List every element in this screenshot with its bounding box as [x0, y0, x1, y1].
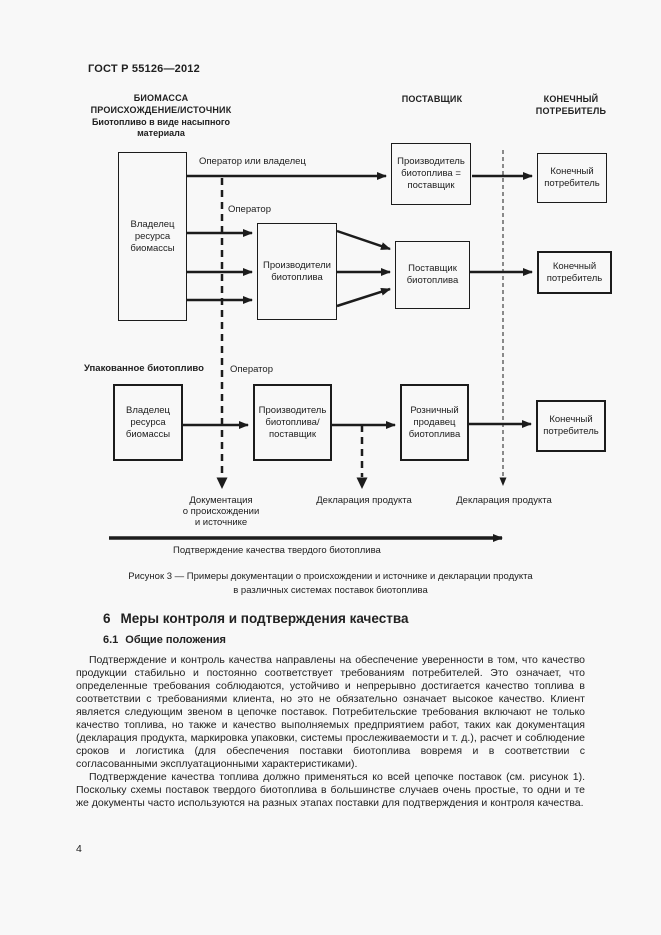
- subsection-title: Общие положения: [125, 634, 226, 646]
- label-operator-or-owner: Оператор или владелец: [199, 156, 306, 167]
- paragraph-2: Подтверждение качества топлива должно пр…: [76, 771, 585, 809]
- page-number: 4: [76, 843, 82, 855]
- arrow-producers-to-supplier-3: [336, 287, 391, 308]
- label-product-declaration-1: Декларация продукта: [316, 495, 412, 506]
- section-heading: 6 Меры контроля и подтверждения качества: [103, 611, 408, 626]
- subsection-number: 6.1: [103, 634, 119, 646]
- box-end-consumer-3: Конечный потребитель: [536, 400, 606, 452]
- subsection-heading: 6.1 Общие положения: [103, 634, 226, 646]
- box-biomass-owner: Владелец ресурса биомассы: [118, 152, 187, 321]
- doc-number: ГОСТ Р 55126—2012: [88, 63, 200, 75]
- box-end-consumer-2: Конечный потребитель: [537, 251, 612, 294]
- box-biofuel-supplier: Поставщик биотоплива: [395, 241, 470, 309]
- arrowhead-operator-boundary: [216, 477, 228, 489]
- box-producer-slash-supplier: Производитель биотоплива/ поставщик: [253, 384, 332, 461]
- figure-caption: Рисунок 3 — Примеры документации о проис…: [128, 571, 533, 596]
- label-operator-bottom: Оператор: [230, 364, 273, 375]
- arrowhead-declaration-boundary: [499, 477, 507, 486]
- label-origin-documentation: Документация о происхождении и источнике: [182, 495, 260, 528]
- box-end-consumer-1: Конечный потребитель: [537, 153, 607, 203]
- section-title: Меры контроля и подтверждения качества: [120, 611, 409, 626]
- arrowhead-product-declaration: [356, 477, 368, 489]
- column-header-biomass: БИОМАССА ПРОИСХОЖДЕНИЕ/ИСТОЧНИК: [90, 93, 232, 115]
- arrow-producers-to-supplier-1: [336, 229, 391, 251]
- paragraph-1: Подтверждение и контроль качества направ…: [76, 654, 585, 770]
- box-biofuel-producers: Производители биотоплива: [257, 223, 337, 320]
- box-producer-equals-supplier: Производитель биотоплива = поставщик: [391, 143, 471, 205]
- diagram-connectors: [109, 150, 533, 542]
- label-operator-top: Оператор: [228, 204, 271, 215]
- section-number: 6: [103, 611, 111, 626]
- box-biomass-owner-2: Владелец ресурса биомассы: [113, 384, 183, 461]
- column-header-supplier: ПОСТАВЩИК: [401, 94, 463, 104]
- column-header-end-consumer: КОНЕЧНЫЙ ПОТРЕБИТЕЛЬ: [535, 94, 607, 116]
- label-product-declaration-2: Декларация продукта: [456, 495, 552, 506]
- label-packaged-biofuel: Упакованное биотопливо: [84, 363, 204, 374]
- box-biofuel-retailer: Розничный продавец биотоплива: [400, 384, 469, 461]
- body-text: Подтверждение и контроль качества направ…: [76, 654, 585, 810]
- column-subheader-bulk-biofuel: Биотопливо в виде насыпного материала: [91, 117, 231, 138]
- label-quality-confirmation: Подтверждение качества твердого биотопли…: [173, 545, 381, 556]
